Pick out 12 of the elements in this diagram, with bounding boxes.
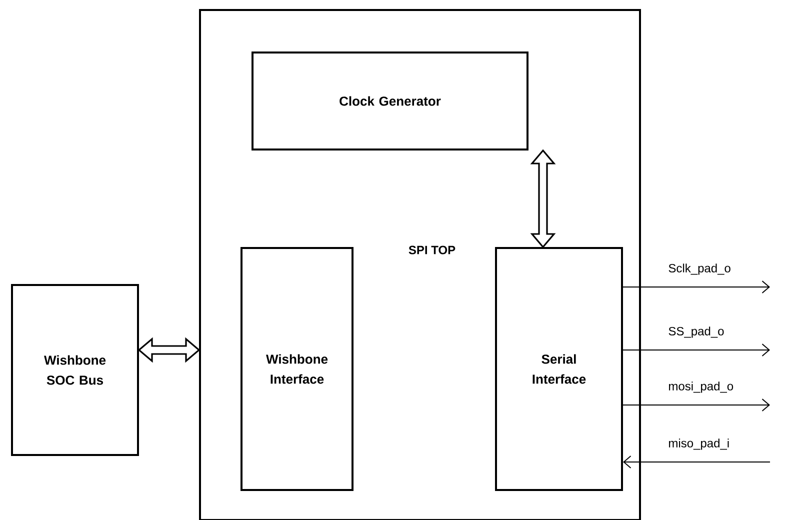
signal-label: mosi_pad_o	[669, 382, 734, 393]
signal-arrow	[622, 398, 770, 412]
block-box: Serial Interface	[495, 247, 623, 491]
block-box: Wishbone Interface	[240, 247, 354, 491]
signal-arrow	[623, 456, 770, 468]
block-box: Clock Generator	[252, 52, 528, 150]
signal-label: SS_pad_o	[668, 326, 724, 338]
signal-label: miso_pad_i	[669, 438, 729, 450]
signal-arrow	[622, 280, 770, 294]
signal-label: Sclk_pad_o	[668, 264, 730, 275]
signal-arrow	[622, 344, 770, 356]
block-box: Wishbone SOC Bus	[11, 284, 139, 456]
